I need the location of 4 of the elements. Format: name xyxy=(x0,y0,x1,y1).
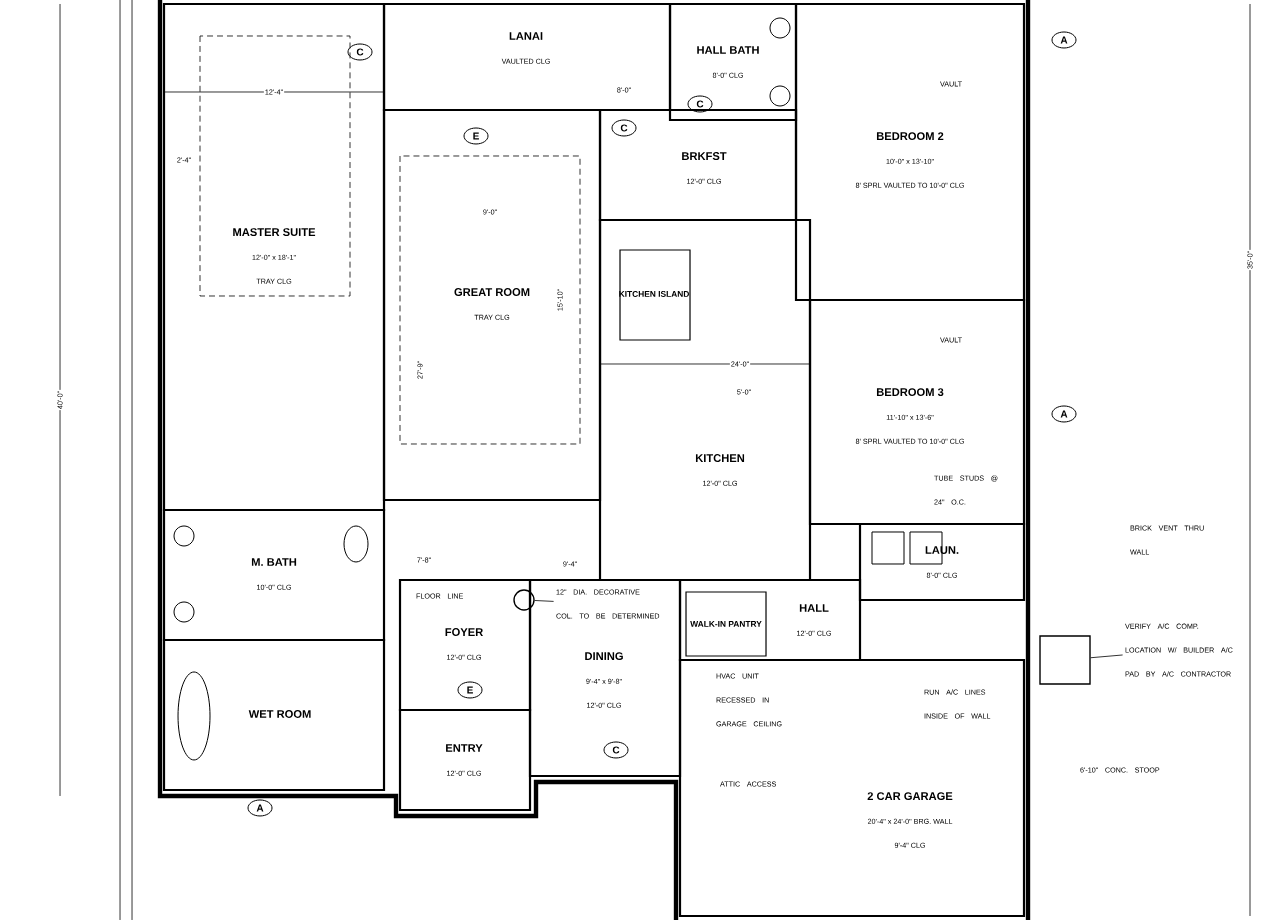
leader-line xyxy=(534,600,554,602)
equipment-pad xyxy=(1039,635,1091,685)
column xyxy=(513,589,535,611)
leader-line xyxy=(1090,654,1123,659)
